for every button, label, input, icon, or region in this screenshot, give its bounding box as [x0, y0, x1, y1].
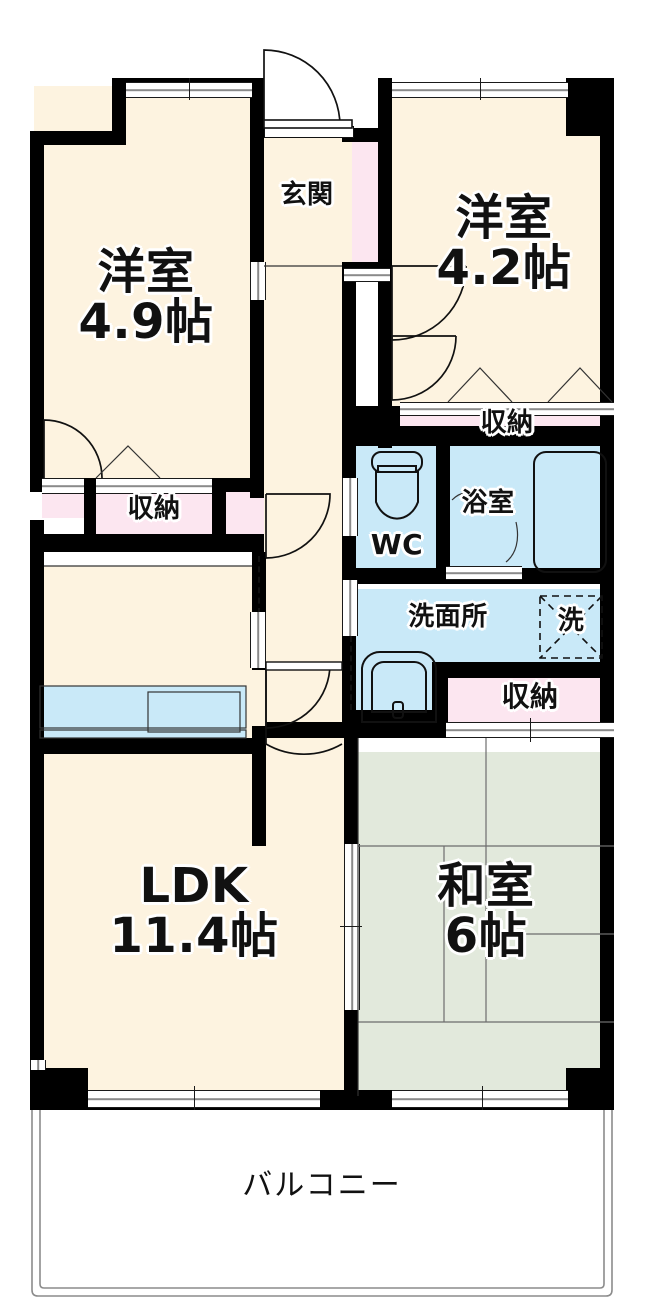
wall-closet-western1-bottom [30, 534, 264, 552]
space-label-toilet: WC [370, 528, 424, 561]
wall-western2-left [378, 78, 392, 138]
window-corridor-left[interactable] [250, 612, 266, 668]
closet-small-left-fill [42, 492, 84, 518]
closet-chevron-western-2 [447, 367, 613, 403]
washing-machine-icon [539, 595, 603, 659]
tatami-layout [358, 738, 614, 1023]
door-swing-ldk [265, 661, 343, 755]
closet-label-japanese: 収納 [501, 680, 559, 713]
balcony-door-ldk-tick [194, 1086, 196, 1110]
room-label-western-1: 洋室 4.9帖 [78, 244, 214, 350]
bath-label-leader-2 [505, 521, 519, 563]
window-sash-tick [189, 78, 191, 100]
space-label-bathroom: 浴室 [461, 488, 515, 518]
wall-corner-bottom-left [30, 1068, 88, 1110]
bathroom-fill [446, 444, 614, 579]
wall-closet-div-a [84, 492, 96, 534]
room-label-ldk: LDK 11.4帖 [109, 858, 279, 964]
toilet-icon [371, 451, 423, 520]
room-fill-western-2 [392, 86, 614, 406]
closet-door-small-left[interactable] [42, 478, 84, 494]
door-wc[interactable] [342, 478, 358, 536]
closet-western-1-fill [94, 492, 214, 534]
closet-label-western-1: 収納 [127, 494, 181, 524]
closet-door-western-1[interactable] [96, 478, 212, 494]
closet-door-western-2[interactable] [400, 402, 614, 416]
wall-outer-right-lower [600, 678, 614, 1108]
room-fill-ldk [34, 566, 354, 1106]
room-label-japanese: 和室 6帖 [437, 858, 535, 964]
door-swing-western-1 [43, 419, 103, 479]
wall-ldk-kitchen-top [34, 678, 44, 740]
wash-basin-icon [361, 650, 437, 723]
balcony-door-japanese[interactable] [392, 1090, 568, 1108]
wall-outer-left-lower [30, 520, 44, 1110]
wall-ldk-right-b [252, 726, 266, 846]
space-label-entrance: 玄関 [280, 180, 334, 210]
wall-closet-western2-bottom [356, 426, 614, 446]
space-label-washer: 洗 [557, 606, 585, 636]
space-label-balcony: バルコニー [242, 1168, 402, 1203]
wall-outer-right-upper [600, 78, 614, 678]
window-ldk-left[interactable] [30, 1060, 46, 1070]
balcony-door-ldk[interactable] [88, 1090, 320, 1108]
wall-closet-div-b [212, 478, 226, 534]
fusuma-tick [340, 926, 362, 928]
wall-closet-western2-left [356, 406, 400, 446]
bathtub-icon [533, 451, 607, 573]
wall-corner-bottom-right [566, 1068, 614, 1110]
window-sash-tick-2 [480, 78, 482, 100]
kitchen-counter-icon [39, 685, 247, 739]
wall-outer-top-left [112, 78, 126, 138]
closet-japanese-sash-tick [530, 718, 532, 742]
wall-japanese-left-a [344, 738, 358, 844]
closet-door-entrance[interactable] [344, 268, 390, 282]
balcony-outline [31, 1110, 613, 1297]
bath-label-leader-1 [451, 492, 477, 501]
room-fill-western-1 [34, 86, 256, 486]
entrance-door-swing [263, 49, 353, 129]
door-western1-corridor-upper[interactable] [250, 262, 266, 300]
wall-corridor-bottom [266, 722, 446, 738]
wall-wc-bottom [342, 568, 442, 584]
wall-washroom-bottom [432, 662, 614, 678]
door-swing-corridor-a [265, 493, 331, 559]
wall-outer-left-upper [30, 131, 44, 492]
door-bathroom[interactable] [446, 566, 522, 580]
entrance-fill [264, 130, 356, 266]
room-label-western-2: 洋室 4.2帖 [436, 190, 572, 296]
balcony-door-japanese-tick [482, 1086, 484, 1110]
track-corridor-washroom [350, 636, 352, 710]
wall-wc-right [436, 440, 450, 580]
wall-entrance-closet-right [378, 128, 392, 268]
space-label-washroom: 洗面所 [408, 602, 488, 632]
kitchen-counter-fill [40, 686, 246, 738]
wall-outer-left-notch [30, 131, 126, 145]
washroom-fill [355, 589, 614, 674]
wall-corridor-right-a [342, 266, 356, 444]
wall-japanese-left-b [344, 1010, 358, 1102]
closet-chevron-western-1 [95, 445, 161, 479]
track-corridor-ldk [258, 556, 260, 614]
door-corridor-washroom[interactable] [342, 580, 358, 636]
closet-corridor-fill [224, 492, 264, 534]
door-swing-western-2-lower [391, 335, 457, 401]
door-swing-western-2 [391, 265, 467, 341]
wall-western2-left-b [378, 276, 392, 448]
wall-ldk-kitchen-bottom [30, 738, 266, 754]
closet-japanese-fill [446, 676, 614, 724]
closet-label-western-2: 収納 [480, 408, 534, 438]
door-swing-corridor-b [265, 663, 331, 729]
